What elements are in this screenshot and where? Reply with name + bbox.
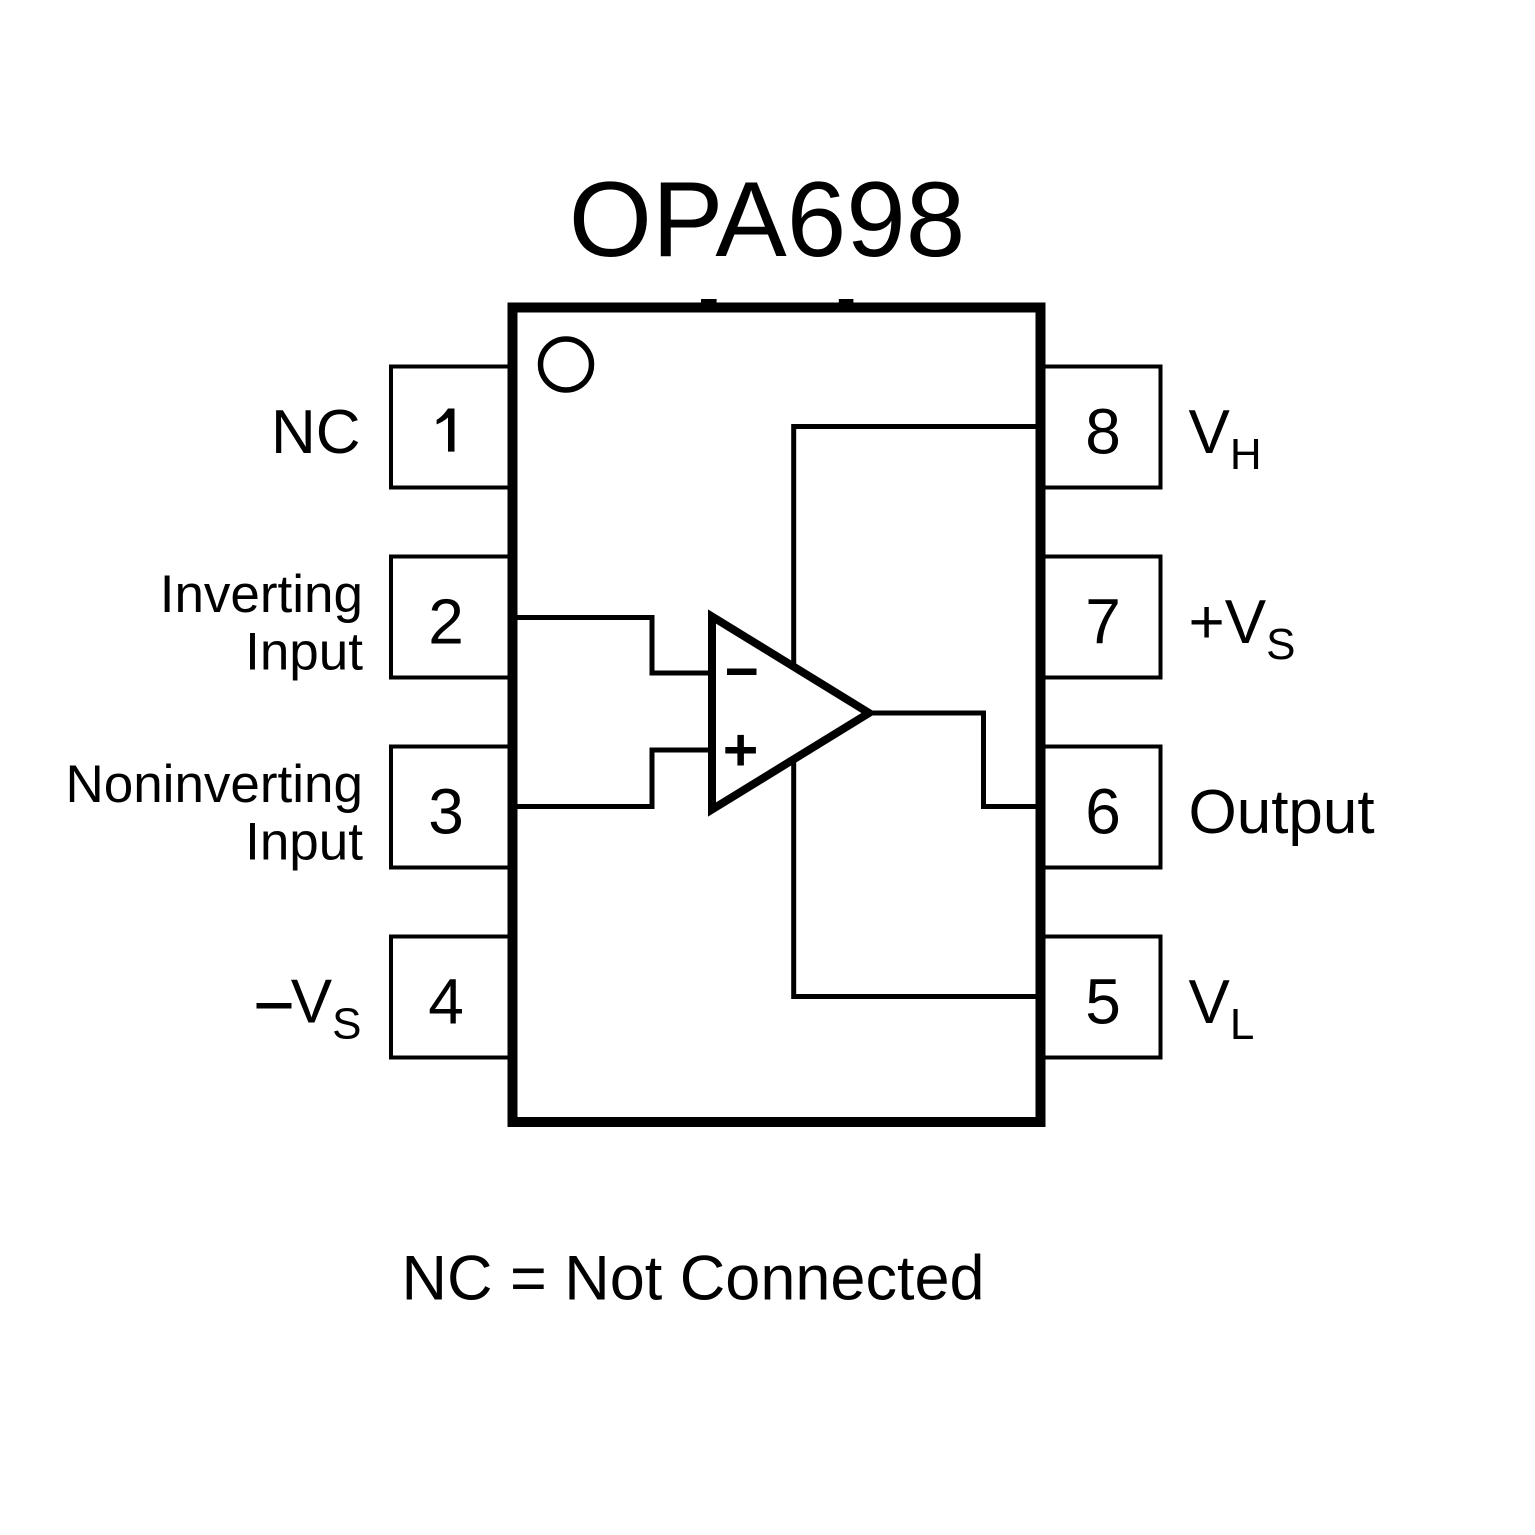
svg-text:Output: Output [1189,778,1375,847]
svg-text:Input: Input [245,623,363,682]
svg-text:6: 6 [1085,776,1121,848]
svg-text:Input: Input [245,813,363,872]
svg-text:NC: NC [271,398,361,467]
svg-text:Noninverting: Noninverting [65,755,363,814]
svg-text:NC = Not Connected: NC = Not Connected [401,1244,984,1314]
svg-text:4: 4 [428,966,464,1038]
svg-text:3: 3 [428,776,464,848]
svg-text:Inverting: Inverting [160,565,363,624]
svg-text:2: 2 [428,586,464,658]
svg-text:7: 7 [1085,586,1121,658]
svg-text:+VS: +VS [1189,588,1296,669]
svg-text:8: 8 [1085,396,1121,468]
svg-text:5: 5 [1085,966,1121,1038]
svg-text:OPA698: OPA698 [569,159,966,279]
